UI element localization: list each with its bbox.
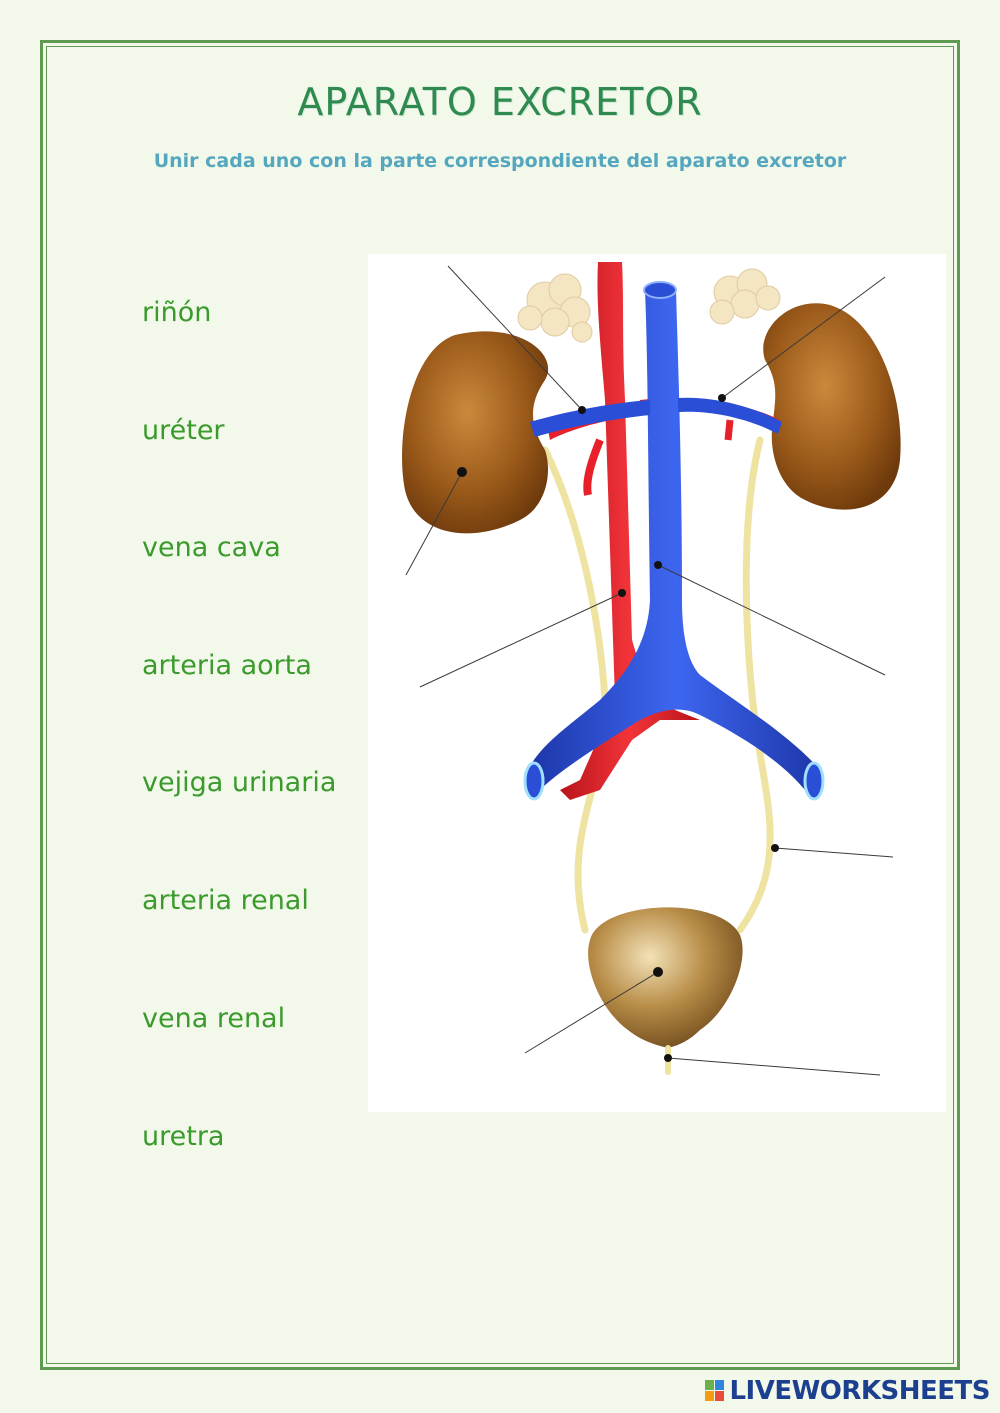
kidneys bbox=[402, 303, 901, 534]
liveworksheets-logo: LIVEWORKSHEETS bbox=[705, 1376, 990, 1406]
term-vena-cava[interactable]: vena cava bbox=[142, 532, 281, 563]
adrenal-glands bbox=[517, 268, 781, 343]
excretory-system-illustration bbox=[368, 254, 946, 1112]
page-border-outer bbox=[40, 40, 960, 1370]
term-arteria-aorta[interactable]: arteria aorta bbox=[142, 650, 312, 681]
bladder bbox=[588, 907, 743, 1075]
term-arteria-renal[interactable]: arteria renal bbox=[142, 885, 309, 916]
term-vejiga-urinaria[interactable]: vejiga urinaria bbox=[142, 767, 337, 798]
worksheet-title: APARATO EXCRETOR bbox=[297, 80, 703, 124]
term-ureter[interactable]: uréter bbox=[142, 415, 225, 446]
liveworksheets-icon bbox=[705, 1380, 725, 1402]
worksheet-instruction: Unir cada uno con la parte correspondien… bbox=[153, 150, 847, 172]
vena-cava bbox=[523, 281, 825, 801]
term-vena-renal[interactable]: vena renal bbox=[142, 1003, 286, 1034]
term-uretra[interactable]: uretra bbox=[142, 1121, 225, 1152]
term-rinon[interactable]: riñón bbox=[142, 297, 212, 328]
liveworksheets-wordmark: LIVEWORKSHEETS bbox=[729, 1376, 990, 1406]
label-leader-lines bbox=[405, 265, 894, 1076]
page-border-inner bbox=[46, 46, 954, 1364]
